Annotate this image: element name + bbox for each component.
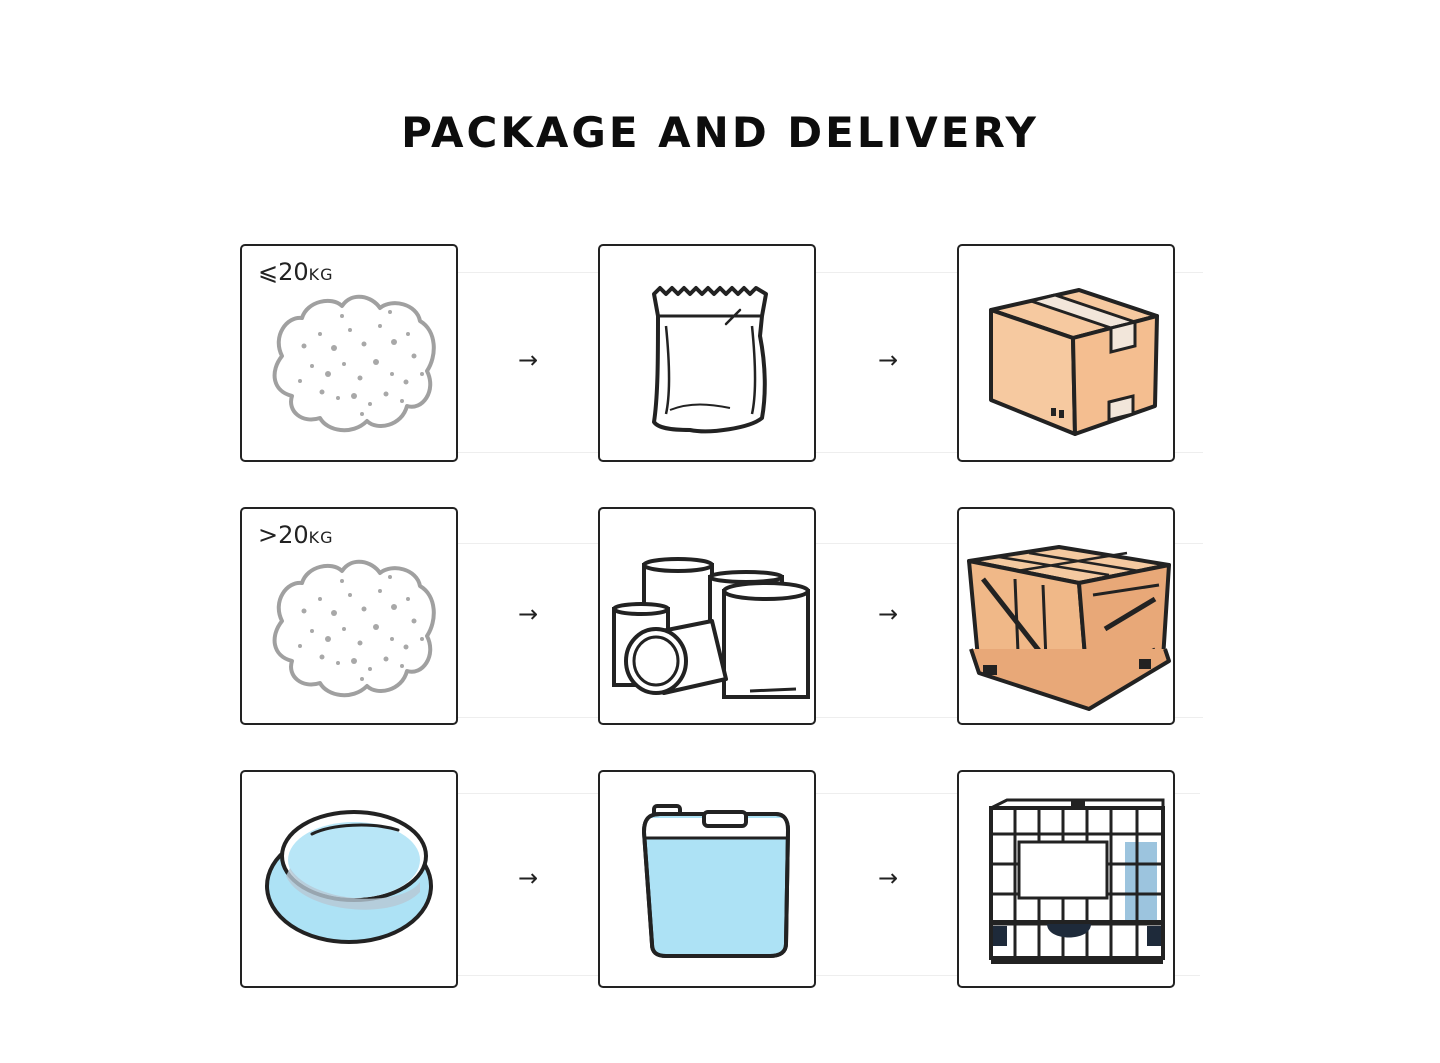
carton-box-icon — [989, 288, 1159, 436]
flow-arrow: → — [877, 346, 899, 374]
step-box-wooden-crate — [957, 507, 1175, 725]
weight-unit: KG — [308, 265, 334, 284]
flow-arrow: → — [517, 864, 539, 892]
step-box-powder-small: ⩽20KG — [240, 244, 458, 462]
step-box-jerry-can — [598, 770, 816, 988]
step-box-carton — [957, 244, 1175, 462]
flow-arrow: → — [877, 600, 899, 628]
powder-pile-icon — [272, 559, 436, 698]
jerry-can-icon — [642, 804, 790, 958]
weight-symbol: > — [258, 521, 279, 549]
step-box-foil-bag — [598, 244, 816, 462]
weight-value: 20 — [278, 258, 309, 286]
flow-arrow: → — [517, 600, 539, 628]
weight-symbol: ⩽ — [258, 258, 279, 286]
weight-label: >20KG — [258, 521, 334, 549]
weight-label: ⩽20KG — [258, 258, 334, 286]
foil-bag-icon — [652, 286, 768, 434]
fiber-drums-icon — [612, 557, 810, 699]
weight-value: 20 — [278, 521, 309, 549]
ibc-tote-icon — [989, 798, 1165, 964]
flow-arrow: → — [517, 346, 539, 374]
wooden-crate-icon — [967, 545, 1171, 711]
step-box-fiber-drums — [598, 507, 816, 725]
liquid-pool-icon — [265, 810, 433, 944]
step-box-liquid — [240, 770, 458, 988]
step-box-powder-large: >20KG — [240, 507, 458, 725]
step-box-ibc-tote — [957, 770, 1175, 988]
weight-unit: KG — [308, 528, 334, 547]
powder-pile-icon — [272, 294, 436, 433]
flow-arrow: → — [877, 864, 899, 892]
page-title: PACKAGE AND DELIVERY — [401, 108, 1039, 157]
